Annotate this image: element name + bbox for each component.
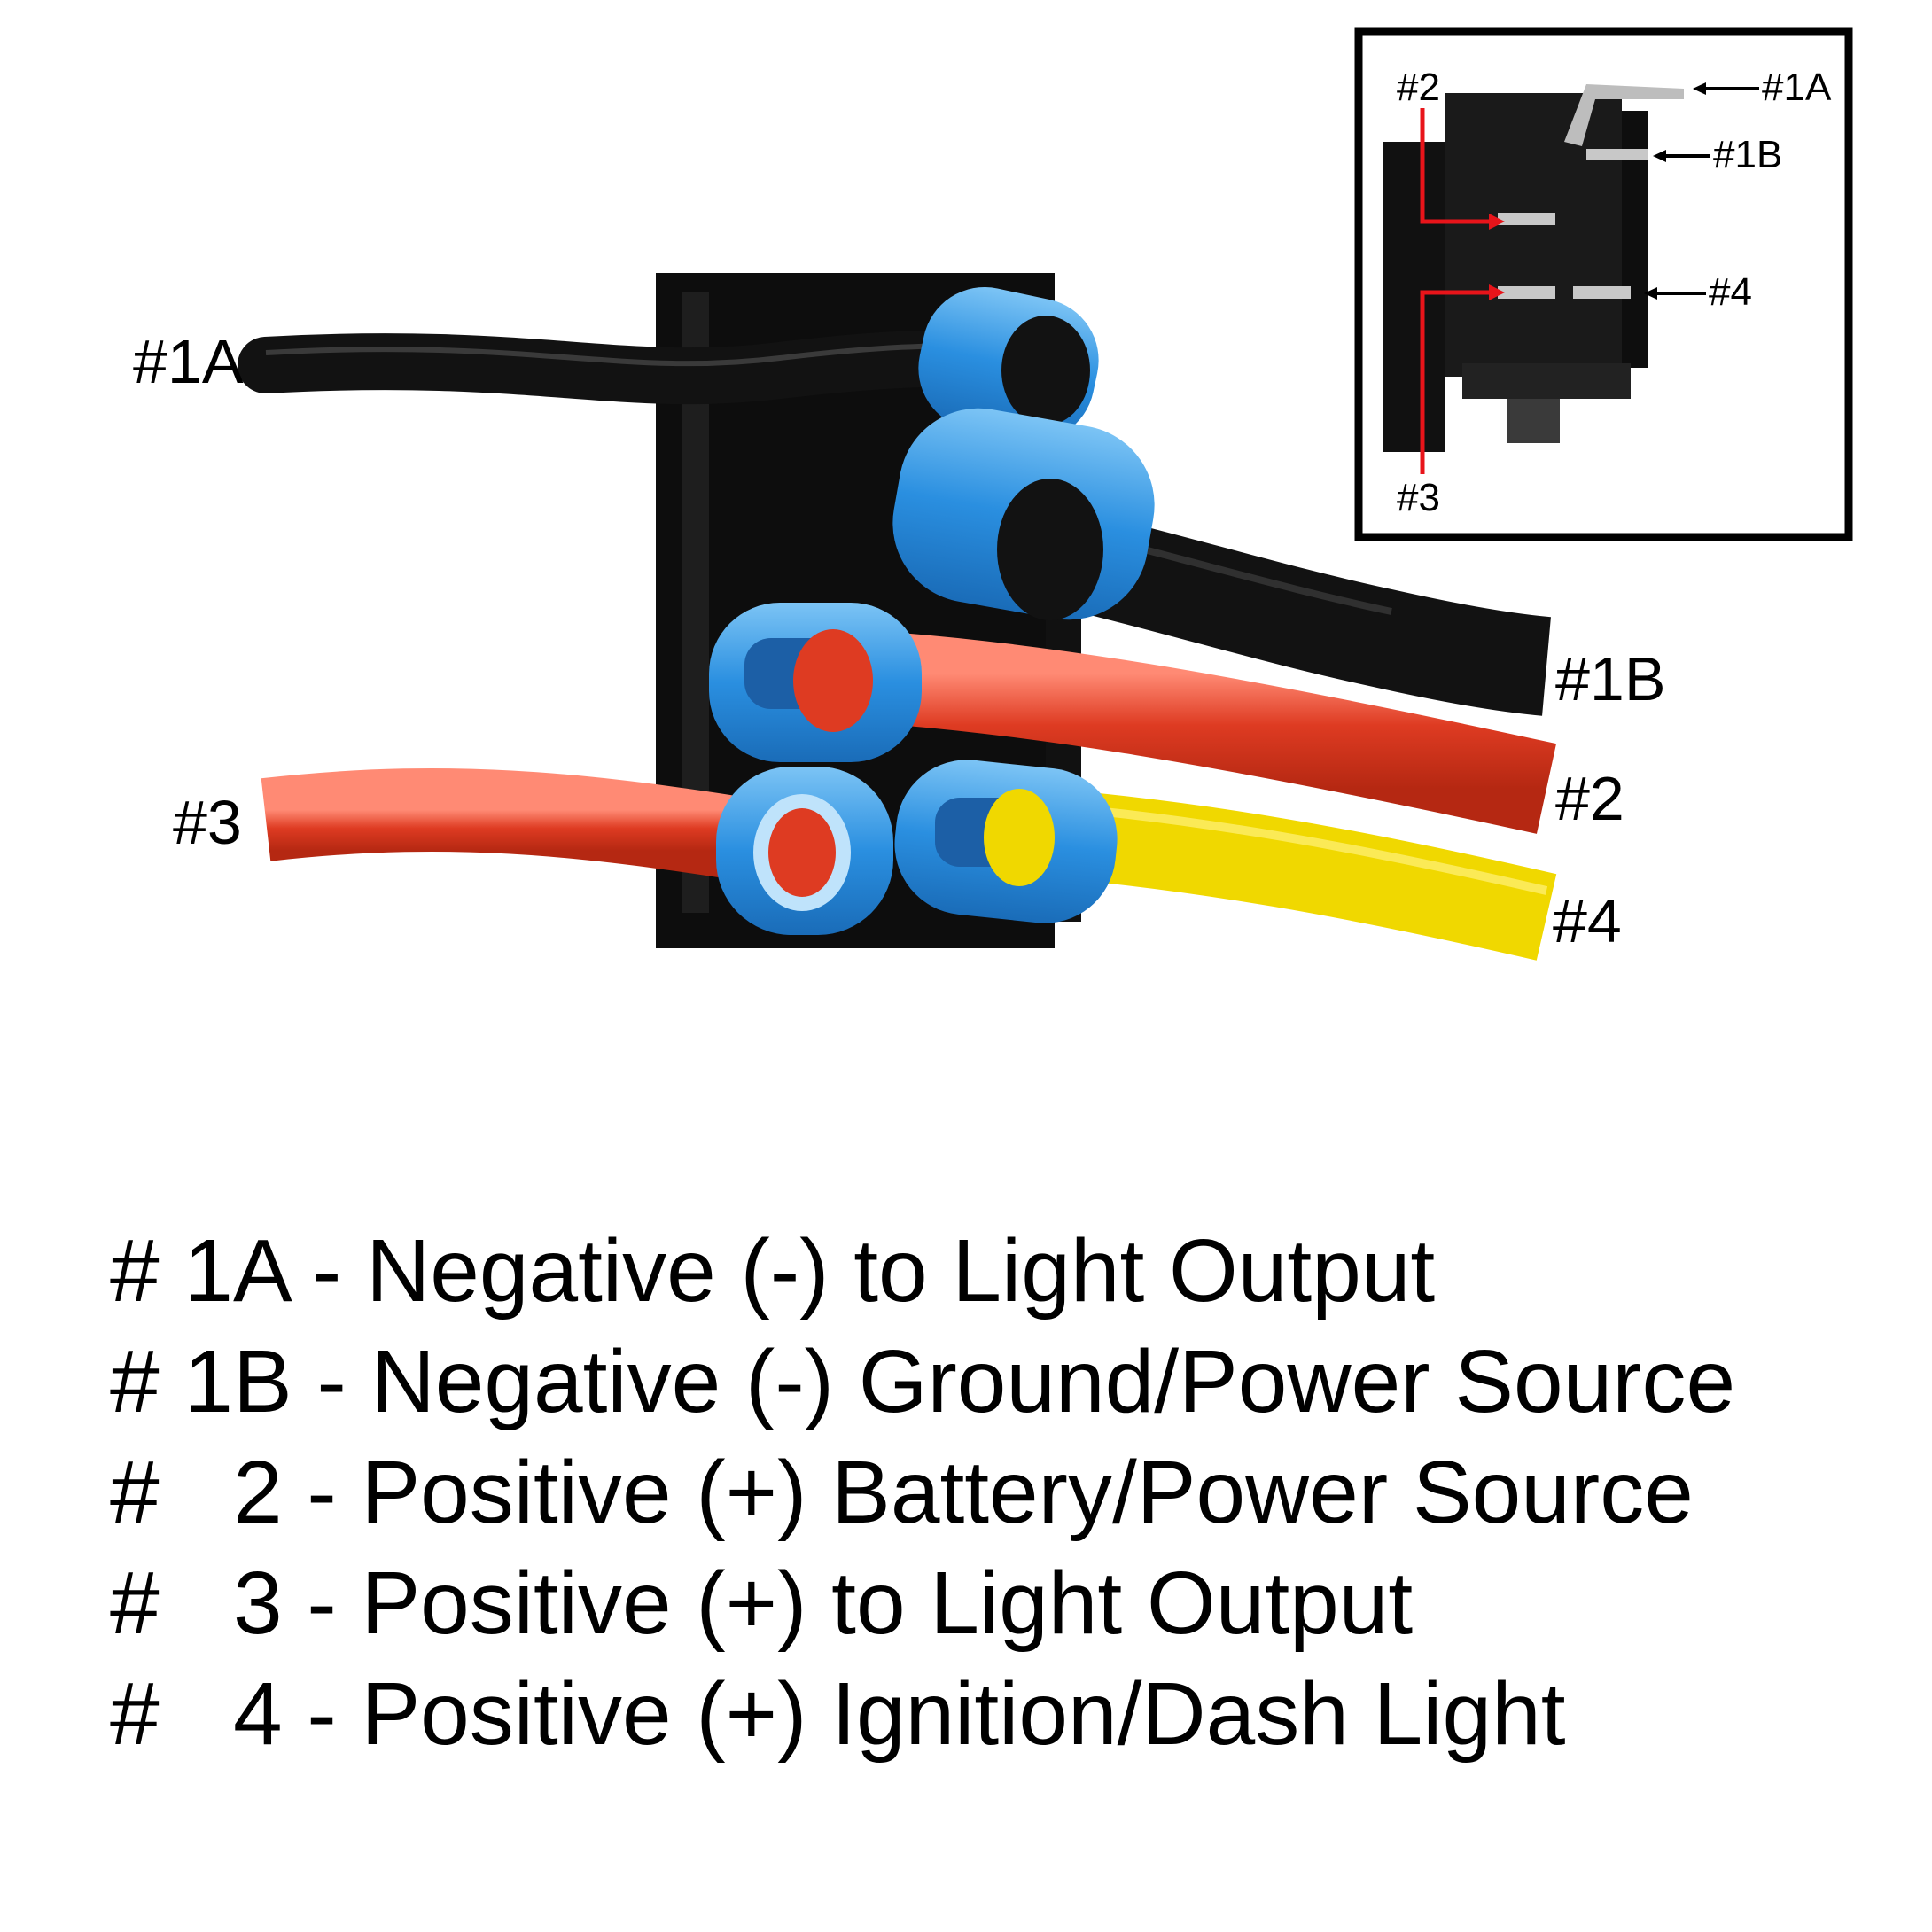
label-2: #2 — [1555, 764, 1624, 833]
inset-label-2: #2 — [1397, 66, 1440, 109]
inset-label-3: #3 — [1397, 476, 1440, 519]
legend-item-1a: # 1A - Negative (-) to Light Output — [110, 1221, 1436, 1320]
connector-1b — [892, 408, 1155, 620]
legend-item-2: # 2 - Positive (+) Battery/Power Source — [110, 1443, 1694, 1542]
connector-1a — [918, 287, 1099, 441]
connector-3 — [716, 767, 893, 935]
connector-4 — [894, 760, 1118, 923]
legend-item-4: # 4 - Positive (+) Ignition/Dash Light — [110, 1664, 1566, 1764]
label-1b: #1B — [1555, 644, 1666, 713]
inset-label-1a: #1A — [1762, 66, 1832, 109]
legend-item-3: # 3 - Positive (+) to Light Output — [110, 1554, 1414, 1653]
legend-item-1b: # 1B - Negative (-) Ground/Power Source — [110, 1332, 1736, 1431]
connector-2 — [709, 603, 922, 762]
inset-label-1b: #1B — [1713, 133, 1782, 176]
inset-diagram — [1354, 27, 1853, 541]
label-3: #3 — [173, 788, 242, 857]
terminal-legend: # 1A - Negative (-) to Light Output # 1B… — [110, 1216, 1735, 1770]
label-4: #4 — [1553, 886, 1622, 955]
inset-label-4: #4 — [1709, 270, 1752, 314]
label-1a: #1A — [133, 327, 244, 396]
